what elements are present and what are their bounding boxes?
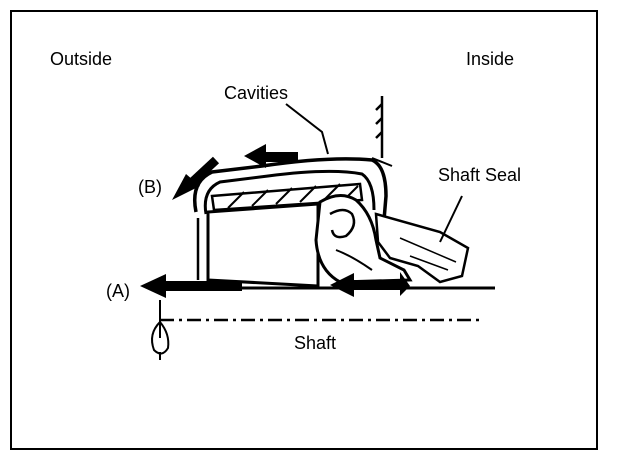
label-shaft-seal: Shaft Seal	[438, 165, 522, 185]
cavity-hatching	[227, 183, 359, 209]
label-outside: Outside	[50, 49, 113, 69]
cap-flow-arrow	[244, 144, 298, 168]
housing	[206, 202, 320, 288]
cavity-band	[210, 182, 364, 212]
arrow-a	[140, 274, 242, 298]
diagram-frame	[10, 10, 598, 450]
shaft-seal-leader	[439, 195, 463, 243]
label-shaft: Shaft	[294, 333, 337, 353]
arrow-b	[172, 156, 220, 200]
spring-icon	[375, 96, 384, 158]
label-marker-a: (A)	[106, 281, 130, 301]
lip-flow-arrow	[330, 272, 410, 297]
label-marker-b: (B)	[138, 177, 162, 197]
seal-body	[314, 194, 413, 284]
seal-cover	[193, 157, 388, 221]
label-cavities: Cavities	[224, 83, 289, 103]
cavities-leader	[285, 103, 329, 155]
label-inside: Inside	[466, 49, 515, 69]
drip-loop	[151, 300, 170, 360]
